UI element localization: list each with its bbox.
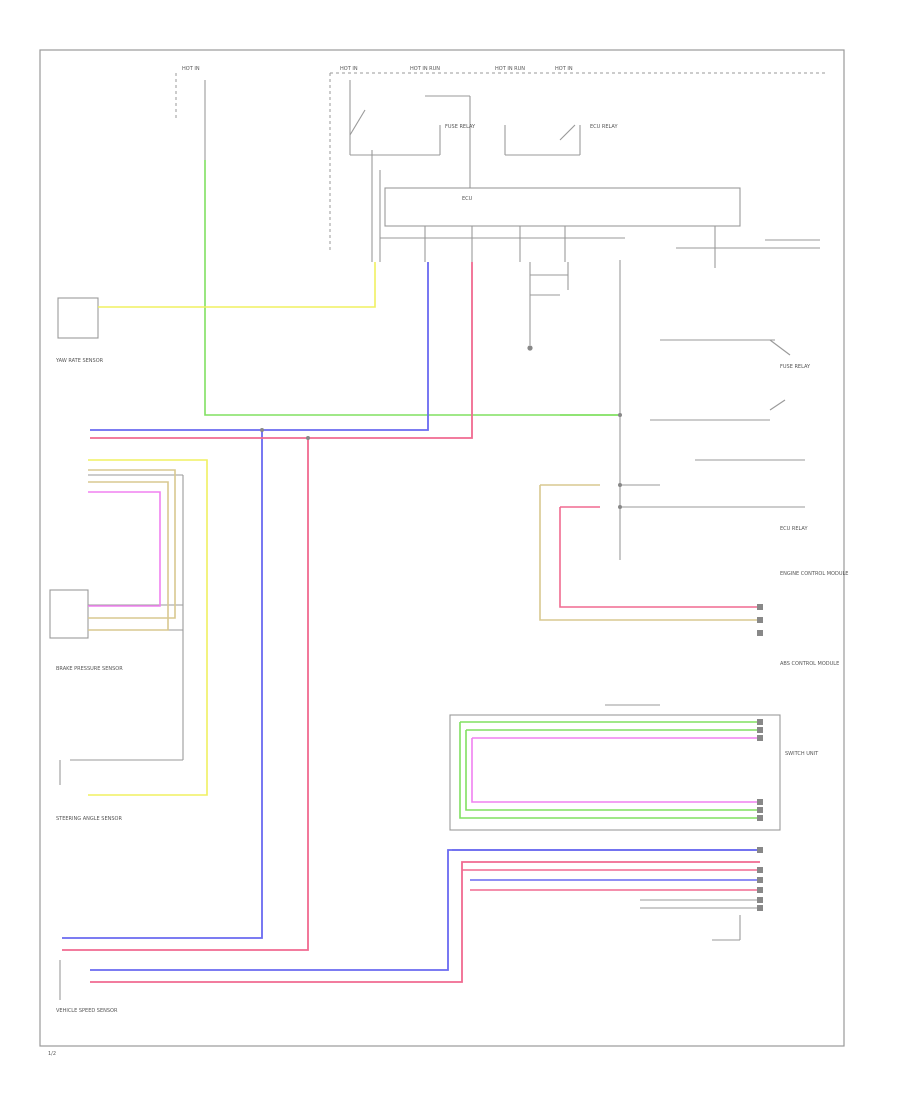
top-label-e: HOT IN xyxy=(555,66,573,72)
brake-sensor-label: BRAKE PRESSURE SENSOR xyxy=(56,666,123,672)
wire-pink-left xyxy=(88,491,161,607)
ground-point xyxy=(527,345,533,351)
ecm-label: ENGINE CONTROL MODULE xyxy=(780,571,848,577)
switch-right-b xyxy=(769,399,786,411)
top-label-a: HOT IN xyxy=(182,66,200,72)
ecu-box xyxy=(384,187,741,227)
abs-label: ABS CONTROL MODULE xyxy=(780,661,839,667)
relay-label-top-2: ECU RELAY xyxy=(590,124,618,130)
brake-sensor-box xyxy=(49,589,89,639)
right-relay-a: FUSE RELAY xyxy=(780,364,811,370)
wire-green xyxy=(204,160,620,416)
relay-switch-a xyxy=(349,109,366,136)
wire-blue xyxy=(90,262,429,431)
switch-right-a xyxy=(769,339,791,356)
yaw-sensor-box xyxy=(57,297,99,339)
wire-tan xyxy=(88,469,176,619)
top-label-b: HOT IN xyxy=(340,66,358,72)
yaw-sensor-label: YAW RATE SENSOR xyxy=(55,358,104,364)
wire-yellow-top xyxy=(98,262,376,308)
wire-red xyxy=(90,262,473,439)
top-label-d: HOT IN RUN xyxy=(495,66,525,72)
wire-yellow-left xyxy=(88,459,208,796)
relay-switch-b xyxy=(559,124,576,141)
top-label-c: HOT IN RUN xyxy=(410,66,440,72)
relay-label-top: FUSE RELAY xyxy=(445,124,476,130)
vss-label: VEHICLE SPEED SENSOR xyxy=(56,1008,118,1014)
switch-unit-label: SWITCH UNIT xyxy=(785,751,819,757)
diagram-frame xyxy=(39,49,845,1047)
page-ref: 1/2 xyxy=(48,1051,56,1057)
switch-unit-box xyxy=(449,714,781,831)
right-relay-b: ECU RELAY xyxy=(780,526,808,532)
ecu-label: ECU xyxy=(462,196,473,202)
steering-sensor-label: STEERING ANGLE SENSOR xyxy=(56,816,122,822)
